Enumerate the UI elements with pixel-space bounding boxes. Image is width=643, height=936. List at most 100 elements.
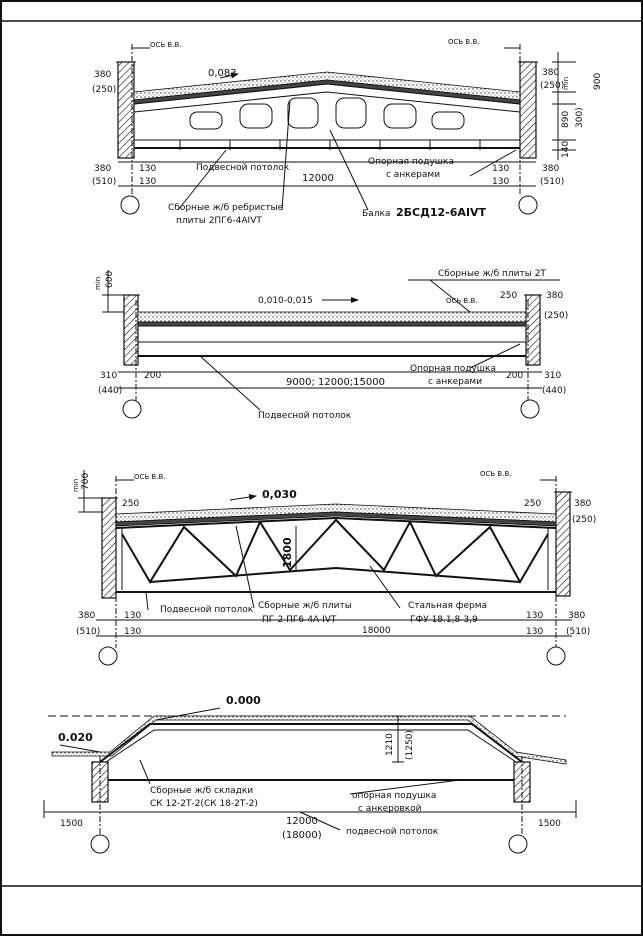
s3-truss-diagonals <box>121 518 549 585</box>
s3-min-label: min <box>72 479 80 492</box>
s1-dim-130-d: 130 <box>492 177 509 187</box>
s3-wall-right <box>555 491 571 597</box>
s1-dim-250: (250) <box>92 85 116 95</box>
s1-beam-openings <box>189 97 465 130</box>
s1-axis-marker-left <box>120 195 140 215</box>
s3-dim-510: (510) <box>76 627 100 637</box>
s1-dim-250-right: (250) <box>540 81 564 91</box>
s1-dim-140: 140 <box>561 141 571 158</box>
s1-axis-label-left: ОСЬ В.В. <box>150 41 181 49</box>
s3-dim-380: 380 <box>78 611 95 621</box>
s2-slope-label: 0,010-0,015 <box>258 296 313 306</box>
s2-dim-200: 200 <box>144 371 161 381</box>
s3-axis-marker-left <box>98 646 118 666</box>
s1-wall-right <box>519 61 537 159</box>
s3-ceiling-label: Подвесной потолок <box>160 605 254 615</box>
s3-dim-250-right-bottom: (250) <box>572 515 596 525</box>
s4-fold-insulation <box>51 715 567 765</box>
s3-dim-130-d: 130 <box>526 627 543 637</box>
s1-dim-510-bottom: (510) <box>92 177 116 187</box>
s1-dim-380: 380 <box>94 70 111 80</box>
s3-plates-label-1: Сборные ж/б плиты <box>258 601 352 611</box>
s1-dim-300: 300) <box>575 107 585 128</box>
s2-roof-slab <box>137 321 527 327</box>
s4-folds-label-1: Сборные ж/б складки <box>150 786 253 796</box>
s2-dim-310: 310 <box>100 371 117 381</box>
s1-beam-prefix: Балка <box>362 209 390 219</box>
s1-dim-130-b: 130 <box>139 177 156 187</box>
s2-roof-insulation <box>137 311 527 323</box>
section-3-truss: min 700 ОСЬ В.В. ОСЬ В.В. 250 0,030 250 … <box>72 470 596 666</box>
s1-ribbed-label-2: плиты 2ПГ6-4АIVT <box>176 216 262 226</box>
s1-min-label: min <box>562 77 570 90</box>
s4-folds-label-2: СК 12-2Т-2(СК 18-2Т-2) <box>150 799 258 809</box>
s3-truss-height: 1800 <box>281 537 294 568</box>
s1-ceiling-label: Подвесной потолок <box>196 163 290 173</box>
s3-axis-label-left: ОСЬ В.В. <box>134 473 165 481</box>
s1-pad-label-1: Опорная подушка <box>368 157 454 167</box>
s2-min-label: min <box>94 277 102 290</box>
s3-axis-label-right: ОСЬ В.В. <box>480 470 511 478</box>
s4-dim-1250: (1250) <box>405 730 415 760</box>
s3-dim-380-right: 380 <box>574 499 591 509</box>
s3-dim-510-bottom-right: (510) <box>566 627 590 637</box>
s1-ribbed-label-1: Сборные ж/б ребристые <box>168 203 284 213</box>
s2-ceiling-label: Подвесной потолок <box>258 411 352 421</box>
s3-wall-left <box>101 497 117 599</box>
s3-dim-700: 700 <box>81 473 91 490</box>
s3-truss-label-2: ГФУ 18.1,8-3,9 <box>410 615 478 625</box>
s4-dim-1500-right: 1500 <box>538 819 561 829</box>
s1-axis-marker-right <box>518 195 538 215</box>
s3-dim-250-right: 250 <box>524 499 541 509</box>
section-1-beam: ОСЬ В.В. ОСЬ В.В. 0,083 380 (250) 380 (2… <box>92 38 603 226</box>
s1-beam-code: 2БСД12-6АIVT <box>396 206 487 219</box>
s2-dim-440-right: (440) <box>542 386 566 396</box>
s1-slope-label: 0,083 <box>208 68 237 79</box>
s4-axis-marker-right <box>508 834 528 854</box>
s3-plates-label-2: ПГ-2 ПГ6-4А IVT <box>262 615 337 625</box>
s2-dim-250: 250 <box>500 291 517 301</box>
s4-elevation-top: 0.000 <box>226 694 261 707</box>
s1-dim-380-bottom-right: 380 <box>542 164 559 174</box>
s4-pad-label-2: с анкеровкой <box>358 804 422 814</box>
s1-span: 12000 <box>302 173 334 184</box>
s3-span: 18000 <box>362 626 391 636</box>
s4-dim-1210: 1210 <box>385 733 395 756</box>
s1-dim-510-bottom-right: (510) <box>540 177 564 187</box>
s2-dim-310-right: 310 <box>544 371 561 381</box>
s1-dim-380-bottom: 380 <box>94 164 111 174</box>
s4-slope-label: 0.020 <box>58 731 93 744</box>
s1-dim-130-a: 130 <box>139 164 156 174</box>
s2-dim-600: 600 <box>105 271 115 288</box>
s2-pad-label-2: с анкерами <box>428 377 482 387</box>
section-2-flat-roof: min 600 Сборные ж/б плиты 2Т 0,010-0,015… <box>94 269 568 421</box>
s3-truss-top-chord <box>115 516 557 529</box>
s4-ceiling-label: подвесной потолок <box>346 827 439 837</box>
s2-dim-440: (440) <box>98 386 122 396</box>
s3-slope-label: 0,030 <box>262 488 297 501</box>
s2-dim-200-right: 200 <box>506 371 523 381</box>
s2-dim-250-bottom: (250) <box>544 311 568 321</box>
s3-dim-130-a: 130 <box>124 611 141 621</box>
s2-spans: 9000; 12000;15000 <box>286 377 385 388</box>
s4-dim-1500-left: 1500 <box>60 819 83 829</box>
s3-dim-380-bottom-right: 380 <box>568 611 585 621</box>
s1-dim-890: 890 <box>561 111 571 128</box>
s3-dim-130-b: 130 <box>124 627 141 637</box>
s2-axis-label: ОСЬ В.В. <box>446 297 477 305</box>
s1-dim-380-right: 380 <box>542 68 559 78</box>
s4-span-alt: (18000) <box>282 830 322 841</box>
s2-dim-380: 380 <box>546 291 563 301</box>
s4-span: 12000 <box>286 816 318 827</box>
s3-axis-marker-right <box>546 646 566 666</box>
s1-dim-900: 900 <box>593 73 603 90</box>
s2-axis-marker-left <box>122 399 142 419</box>
s3-dim-130-c: 130 <box>526 611 543 621</box>
s1-pad-label-2: с анкерами <box>386 170 440 180</box>
s1-axis-label-right: ОСЬ В.В. <box>448 38 479 46</box>
s2-axis-marker-right <box>520 399 540 419</box>
s2-pad-label-1: Опорная подушка <box>410 364 496 374</box>
s1-dim-130-c: 130 <box>492 164 509 174</box>
